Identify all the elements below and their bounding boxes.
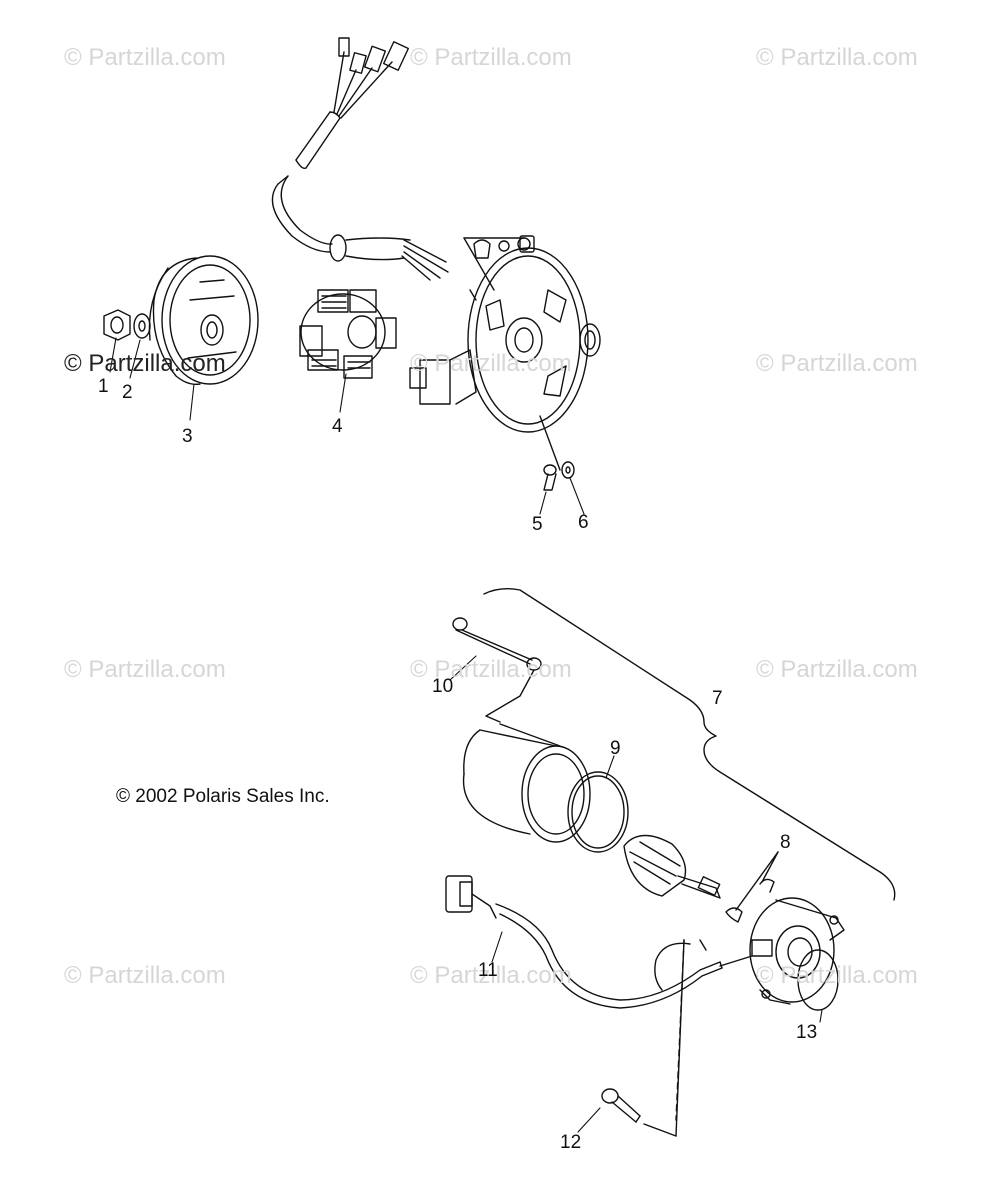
- end-cap: [750, 898, 844, 1004]
- part-11-cable: [446, 876, 752, 1008]
- watermark: © Partzilla.com: [410, 962, 572, 989]
- watermark: © Partzilla.com: [756, 44, 918, 71]
- callout-8: 8: [780, 832, 791, 853]
- watermark: © Partzilla.com: [64, 962, 226, 989]
- starter-housing: [464, 724, 590, 842]
- callout-11: 11: [478, 960, 498, 981]
- part-4-stator: [300, 290, 396, 378]
- part-8-clips: [726, 852, 778, 922]
- callout-1: 1: [98, 376, 109, 397]
- bracket-7: [484, 589, 895, 900]
- callout-4: 4: [332, 416, 343, 437]
- part-10-bolt: [453, 618, 541, 722]
- part-12-bolt: [602, 940, 684, 1136]
- callout-5: 5: [532, 514, 543, 535]
- part-1-nut: [104, 310, 130, 340]
- part-13-oring: [798, 950, 838, 1010]
- watermark: © Partzilla.com: [756, 962, 918, 989]
- part-9-oring: [568, 772, 628, 852]
- watermark-dark: © Partzilla.com: [64, 350, 226, 377]
- watermark: © Partzilla.com: [756, 656, 918, 683]
- armature: [624, 835, 720, 898]
- stator-plate: [410, 238, 588, 432]
- part-6-washer: [562, 462, 574, 478]
- callout-10: 10: [432, 676, 454, 697]
- callout-leaders: [110, 338, 822, 1132]
- watermark: © Partzilla.com: [756, 350, 918, 377]
- part-3-flywheel: [149, 256, 258, 384]
- callout-13: 13: [796, 1022, 818, 1043]
- copyright-notice: © 2002 Polaris Sales Inc.: [116, 786, 330, 807]
- callout-2: 2: [122, 382, 133, 403]
- callout-3: 3: [182, 426, 193, 447]
- part-2-washer: [134, 314, 150, 338]
- callout-6: 6: [578, 512, 589, 533]
- watermark: © Partzilla.com: [410, 350, 572, 377]
- plate-seal: [580, 324, 600, 356]
- watermark: © Partzilla.com: [64, 44, 226, 71]
- part-5-screw: [544, 465, 556, 490]
- plate-hardware: [474, 236, 534, 258]
- watermark: © Partzilla.com: [410, 44, 572, 71]
- wiring-harness: [272, 38, 448, 280]
- leader-plate-screw: [540, 416, 560, 470]
- callout-12: 12: [560, 1132, 582, 1153]
- callout-7: 7: [712, 688, 723, 709]
- watermark: © Partzilla.com: [64, 656, 226, 683]
- callout-9: 9: [610, 738, 621, 759]
- watermark: © Partzilla.com: [410, 656, 572, 683]
